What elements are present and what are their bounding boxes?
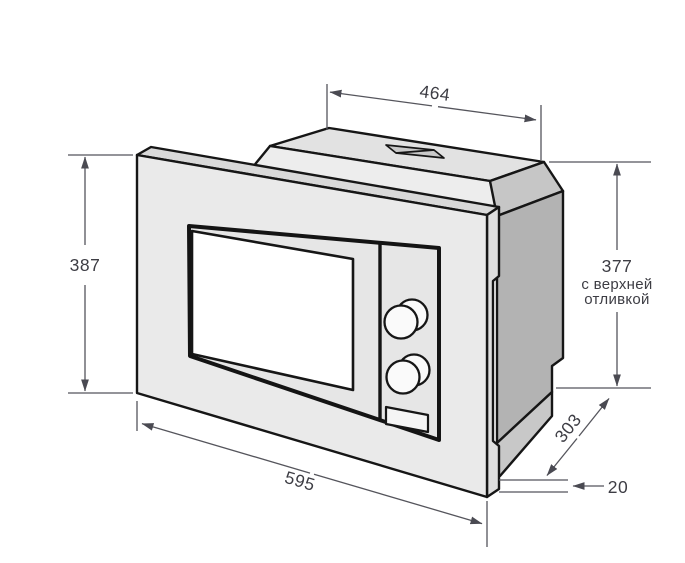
dim-top-width-label: 464	[418, 81, 451, 105]
dim-right-height-note-2: отливкой	[584, 291, 650, 308]
dim-depth: 303	[546, 398, 610, 476]
dim-right-height-label: 377	[602, 256, 633, 276]
dim-depth-label: 303	[551, 410, 586, 446]
dim-right-height-note-1: с верхней	[581, 276, 652, 293]
dim-bottom-width-label: 595	[282, 467, 317, 495]
lower-knob	[385, 353, 431, 395]
door-window	[190, 229, 355, 392]
dim-left-height: 387	[68, 154, 133, 394]
door-release-button	[384, 405, 430, 434]
dim-bottom-width: 595	[136, 401, 488, 547]
dim-trim-offset-label: 20	[608, 477, 628, 497]
upper-knob	[383, 298, 429, 340]
dim-top-width: 464	[326, 81, 542, 160]
dim-right-height: 377 с верхней отливкой	[549, 161, 652, 389]
trim-side-face	[485, 205, 501, 499]
vent-slot-icon	[385, 144, 445, 159]
dim-trim-offset: 20	[499, 477, 628, 497]
dim-left-height-label: 387	[70, 255, 101, 275]
microwave-body	[135, 126, 565, 499]
